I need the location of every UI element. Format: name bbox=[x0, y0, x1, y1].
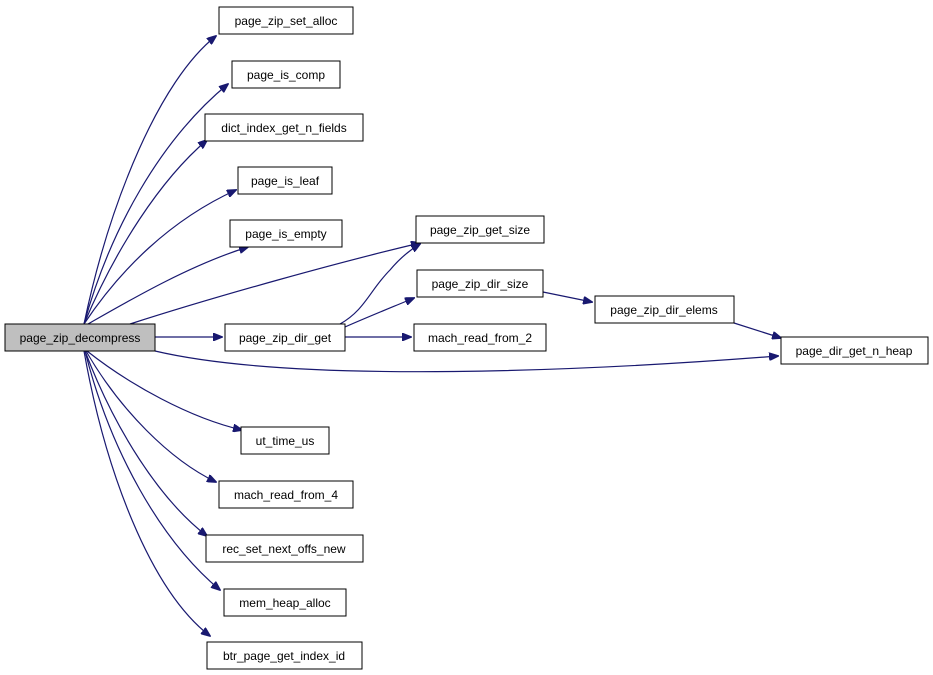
node-btr-page-get-index-id[interactable]: btr_page_get_index_id bbox=[206, 641, 363, 670]
edge-root-n-fields bbox=[83, 140, 207, 325]
node-page-is-leaf[interactable]: page_is_leaf bbox=[237, 166, 333, 195]
edge-root-time-us bbox=[86, 350, 242, 430]
node-page-zip-get-size[interactable]: page_zip_get_size bbox=[415, 215, 545, 244]
node-label: mach_read_from_4 bbox=[234, 488, 338, 502]
node-label: page_zip_dir_elems bbox=[610, 303, 717, 317]
node-label: page_zip_set_alloc bbox=[235, 14, 338, 28]
edges bbox=[83, 36, 781, 636]
node-label: mem_heap_alloc bbox=[239, 596, 330, 610]
edge-root-n-heap bbox=[154, 350, 778, 373]
node-label: mach_read_from_2 bbox=[428, 331, 532, 345]
edge-root-is-empty bbox=[87, 247, 248, 325]
node-page-zip-decompress[interactable]: page_zip_decompress bbox=[4, 323, 156, 352]
edge-root-get-size bbox=[129, 243, 420, 325]
node-page-zip-dir-elems[interactable]: page_zip_dir_elems bbox=[594, 295, 735, 324]
edge-root-is-leaf bbox=[83, 190, 236, 325]
node-label: page_zip_get_size bbox=[430, 223, 530, 237]
node-label: dict_index_get_n_fields bbox=[221, 121, 346, 135]
node-label: ut_time_us bbox=[256, 434, 315, 448]
node-page-is-comp[interactable]: page_is_comp bbox=[231, 60, 341, 89]
node-page-dir-get-n-heap[interactable]: page_dir_get_n_heap bbox=[780, 336, 929, 365]
edge-root-read4 bbox=[85, 350, 216, 482]
node-page-zip-set-alloc[interactable]: page_zip_set_alloc bbox=[218, 6, 354, 35]
node-page-zip-dir-size[interactable]: page_zip_dir_size bbox=[416, 269, 544, 298]
node-ut-time-us[interactable]: ut_time_us bbox=[240, 426, 330, 455]
edge-dir-elems-n-heap bbox=[733, 322, 781, 338]
node-mach-read-from-4[interactable]: mach_read_from_4 bbox=[218, 480, 354, 509]
edge-root-is-comp bbox=[83, 84, 228, 325]
node-page-zip-dir-get[interactable]: page_zip_dir_get bbox=[224, 323, 346, 352]
node-dict-index-get-n-fields[interactable]: dict_index_get_n_fields bbox=[204, 113, 364, 142]
node-label: page_zip_dir_size bbox=[432, 277, 529, 291]
edge-root-index-id bbox=[83, 350, 210, 636]
node-label: rec_set_next_offs_new bbox=[222, 542, 346, 556]
edge-root-set-alloc bbox=[83, 36, 216, 325]
edge-dir-get-get-size bbox=[339, 244, 420, 325]
node-label: page_zip_decompress bbox=[20, 331, 141, 345]
node-mem-heap-alloc[interactable]: mem_heap_alloc bbox=[223, 588, 347, 617]
node-label: page_is_empty bbox=[245, 227, 326, 241]
nodes: page_zip_decompress page_zip_set_alloc p… bbox=[4, 6, 929, 670]
node-label: page_is_leaf bbox=[251, 174, 320, 188]
node-label: page_is_comp bbox=[247, 68, 325, 82]
node-label: btr_page_get_index_id bbox=[223, 649, 345, 663]
node-rec-set-next-offs-new[interactable]: rec_set_next_offs_new bbox=[205, 534, 364, 563]
edge-dir-get-dir-size bbox=[344, 298, 414, 328]
edge-root-heap-alloc bbox=[84, 350, 220, 590]
edge-root-next-offs bbox=[84, 350, 207, 536]
node-page-is-empty[interactable]: page_is_empty bbox=[229, 219, 343, 248]
node-label: page_dir_get_n_heap bbox=[796, 344, 913, 358]
node-mach-read-from-2[interactable]: mach_read_from_2 bbox=[413, 323, 547, 352]
node-label: page_zip_dir_get bbox=[239, 331, 332, 345]
edge-dir-size-dir-elems bbox=[542, 291, 592, 302]
